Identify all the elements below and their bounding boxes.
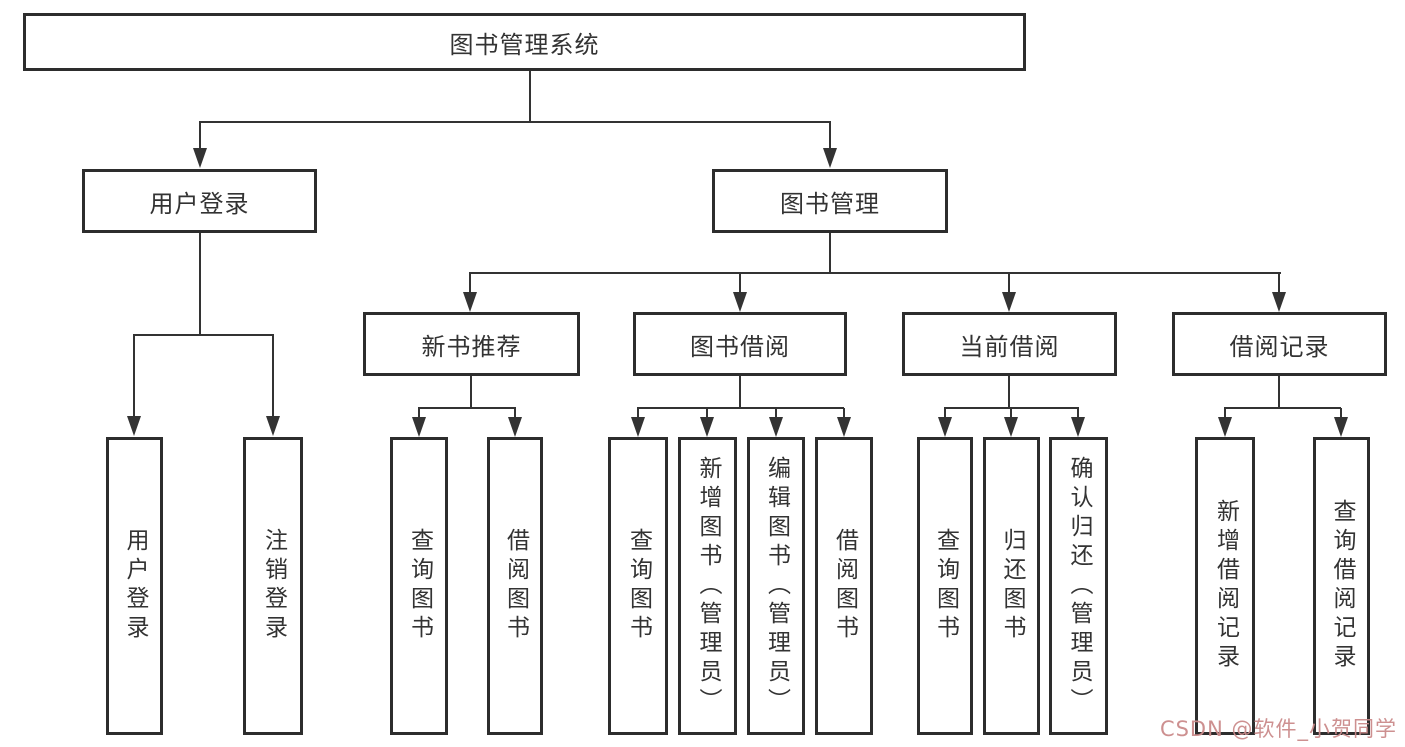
connector-drop-leaf-logout [272, 335, 274, 417]
connector-br-stem [1278, 376, 1280, 409]
leaf-bb-edit-book-admin-label: 编辑图书（管理员） [763, 455, 790, 717]
connector-drop-bb-borrow [843, 408, 845, 418]
arrowhead-bb-query [631, 417, 645, 437]
leaf-bb-borrow-book: 借阅图书 [815, 437, 873, 735]
connector-rec-rail [418, 407, 516, 409]
node-new-book-recommend-label: 新书推荐 [421, 332, 522, 361]
leaf-user-login: 用户登录 [106, 437, 163, 735]
leaf-bb-add-book-admin-label: 新增图书（管理员） [695, 455, 721, 717]
leaf-cb-confirm-return-admin: 确认归还（管理员） [1049, 437, 1108, 735]
leaf-bb-borrow-book-label: 借阅图书 [831, 528, 858, 644]
arrowhead-book-management [823, 148, 837, 168]
connector-drop-bb-query [637, 408, 639, 418]
connector-level1-rail [199, 121, 831, 123]
connector-drop-current-borrow [1008, 273, 1010, 293]
arrowhead-borrow-records [1272, 292, 1286, 312]
node-book-management-label: 图书管理 [780, 189, 880, 218]
connector-drop-borrow-records [1278, 273, 1280, 293]
leaf-bb-query-book-label: 查询图书 [625, 528, 652, 644]
node-borrow-records-label: 借阅记录 [1229, 332, 1330, 361]
leaf-bb-query-book: 查询图书 [608, 437, 668, 735]
connector-drop-rec-borrow [514, 408, 516, 418]
connector-drop-cb-return [1010, 408, 1012, 418]
connector-bb-stem [739, 376, 741, 409]
node-new-book-recommend: 新书推荐 [363, 312, 580, 376]
connector-login-stem [199, 233, 201, 336]
arrowhead-bb-edit [769, 417, 783, 437]
connector-br-rail [1224, 407, 1341, 409]
arrowhead-rec-query [412, 417, 426, 437]
node-borrow-records: 借阅记录 [1172, 312, 1387, 376]
arrowhead-user-login [193, 148, 207, 168]
node-root: 图书管理系统 [23, 13, 1026, 71]
arrowhead-br-query [1334, 417, 1348, 437]
arrowhead-current-borrow [1002, 292, 1016, 312]
leaf-br-add-borrow-record-label: 新增借阅记录 [1212, 499, 1239, 673]
leaf-rec-query-book-label: 查询图书 [406, 528, 433, 644]
connector-drop-br-add [1224, 408, 1226, 418]
leaf-logout: 注销登录 [243, 437, 303, 735]
leaf-br-query-borrow-record: 查询借阅记录 [1313, 437, 1370, 735]
leaf-rec-query-book: 查询图书 [390, 437, 448, 735]
leaf-cb-confirm-return-admin-label: 确认归还（管理员） [1066, 455, 1092, 717]
leaf-logout-label: 注销登录 [260, 528, 287, 644]
leaf-cb-query-book-label: 查询图书 [932, 528, 959, 644]
connector-drop-cb-confirm [1077, 408, 1079, 418]
connector-drop-book-management [829, 122, 831, 151]
connector-login-rail [133, 334, 274, 336]
node-user-login-label: 用户登录 [149, 189, 250, 218]
arrowhead-cb-return [1004, 417, 1018, 437]
connector-drop-user-login [199, 122, 201, 151]
leaf-br-add-borrow-record: 新增借阅记录 [1195, 437, 1255, 735]
connector-drop-rec-query [418, 408, 420, 418]
arrowhead-cb-confirm [1071, 417, 1085, 437]
node-book-borrow-label: 图书借阅 [690, 332, 790, 361]
connector-management-rail [469, 272, 1281, 274]
leaf-user-login-label: 用户登录 [122, 528, 148, 644]
node-user-login: 用户登录 [82, 169, 317, 233]
leaf-cb-return-book: 归还图书 [983, 437, 1040, 735]
connector-drop-book-borrow [739, 273, 741, 293]
arrowhead-br-add [1218, 417, 1232, 437]
leaf-cb-return-book-label: 归还图书 [999, 528, 1025, 644]
connector-management-stem [829, 233, 831, 274]
connector-drop-br-query [1340, 408, 1342, 418]
connector-drop-leaf-user-login [133, 335, 135, 417]
arrowhead-leaf-logout [266, 416, 280, 436]
arrowhead-bb-add [700, 417, 714, 437]
arrowhead-cb-query [938, 417, 952, 437]
node-current-borrow-label: 当前借阅 [959, 332, 1060, 361]
node-current-borrow: 当前借阅 [902, 312, 1117, 376]
connector-drop-bb-add [706, 408, 708, 418]
connector-bb-rail [637, 407, 844, 409]
arrowhead-book-borrow [733, 292, 747, 312]
connector-drop-bb-edit [775, 408, 777, 418]
node-book-management: 图书管理 [712, 169, 948, 233]
arrowhead-rec-borrow [508, 417, 522, 437]
leaf-br-query-borrow-record-label: 查询借阅记录 [1329, 499, 1355, 673]
arrowhead-leaf-user-login [127, 416, 141, 436]
node-root-label: 图书管理系统 [449, 30, 600, 59]
connector-drop-cb-query [944, 408, 946, 418]
arrowhead-bb-borrow [837, 417, 851, 437]
leaf-bb-edit-book-admin: 编辑图书（管理员） [747, 437, 805, 735]
leaf-bb-add-book-admin: 新增图书（管理员） [678, 437, 737, 735]
leaf-cb-query-book: 查询图书 [917, 437, 973, 735]
leaf-rec-borrow-book-label: 借阅图书 [502, 528, 529, 644]
leaf-rec-borrow-book: 借阅图书 [487, 437, 543, 735]
connector-cb-stem [1008, 376, 1010, 409]
node-book-borrow: 图书借阅 [633, 312, 847, 376]
connector-rec-stem [470, 376, 472, 409]
csdn-watermark: CSDN @软件_小贺同学 [1159, 717, 1397, 741]
connector-root-stem [529, 71, 531, 122]
connector-drop-new-book-recommend [469, 273, 471, 293]
arrowhead-new-book-recommend [463, 292, 477, 312]
